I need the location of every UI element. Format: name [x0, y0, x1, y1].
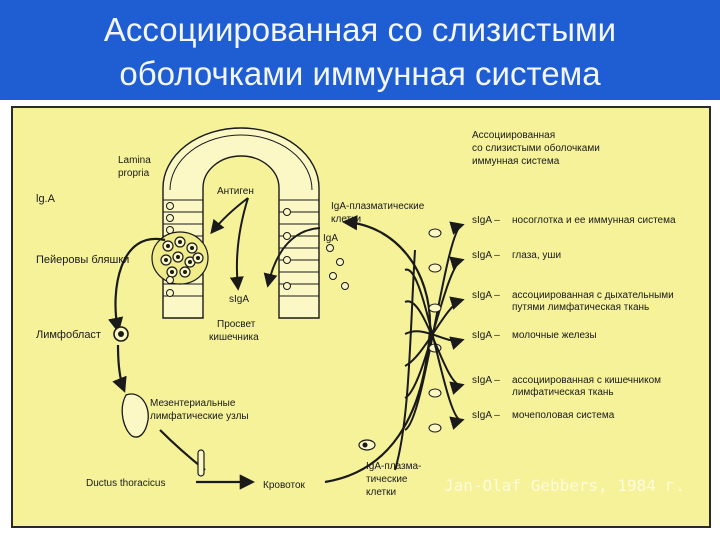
author-watermark: Jan-Olaf Gebbers, 1984 г.	[444, 476, 685, 495]
lymphoblast-cell	[113, 326, 129, 342]
slide-title-line-1: Ассоциированная со слизистыми	[103, 11, 617, 48]
plasma-top-label-1: IgA-плазматические	[331, 201, 425, 212]
distribution-fan	[394, 221, 465, 471]
lymphoblast-label: Лимфобласт	[36, 329, 101, 341]
plasma-bottom-label-3: клетки	[366, 487, 396, 498]
target-label: носоглотка и ее иммунная система	[512, 215, 676, 226]
mesenteric-node	[121, 393, 149, 438]
target-label: молочные железы	[512, 330, 597, 341]
slide-title: Ассоциированная со слизистыми оболочками…	[10, 8, 710, 96]
target-label: ассоциированная с дыхательными	[512, 290, 674, 301]
target-label: глаза, уши	[512, 250, 561, 261]
target-code: sIgA –	[472, 330, 500, 341]
plasma-top-label-2: клетки	[331, 214, 361, 225]
mesenteric-label-2: лимфатические узлы	[150, 410, 249, 422]
siga-lumen-label: sIgA	[229, 294, 249, 305]
peyer-patch	[151, 231, 209, 285]
target-label: путями лимфатическая ткань	[512, 301, 649, 313]
target-code: sIgA –	[472, 215, 500, 226]
plasma-bottom-label-2: тические	[366, 474, 408, 485]
lamina-propria-label-1: Lamina	[118, 155, 151, 166]
circulation-path	[108, 237, 166, 334]
target-code: sIgA –	[472, 250, 500, 261]
target-label: ассоциированная с кишечником	[512, 375, 661, 386]
target-label: лимфатическая ткань	[512, 386, 614, 398]
antigen-label: Антиген	[217, 186, 254, 197]
lumen-label-2: кишечника	[209, 332, 259, 343]
iga-left-label: lg.A	[36, 193, 56, 205]
peyer-label: Пейеровы бляшки	[36, 254, 129, 266]
lamina-propria-label-2: propria	[118, 168, 150, 179]
slide-title-line-2: оболочками иммунная система	[119, 55, 601, 92]
mesenteric-label-1: Мезентериальные	[150, 398, 236, 409]
right-header-2: со слизистыми оболочками	[472, 142, 600, 154]
plasma-bottom-label-1: IgA-плазма-	[366, 461, 421, 472]
target-code: sIgA –	[472, 290, 500, 301]
right-header-1: Ассоциированная	[472, 130, 555, 141]
target-code: sIgA –	[472, 410, 500, 421]
right-header-3: иммунная система	[472, 156, 560, 167]
wall-plasma-cells	[166, 202, 349, 297]
iga-top-label: IgA	[323, 233, 338, 244]
lumen-label-1: Просвет	[217, 319, 256, 330]
target-list: sIgA – носоглотка и ее иммунная система sI…	[472, 215, 676, 421]
target-label: мочеполовая система	[512, 410, 615, 421]
blood-plasma-cell	[358, 439, 376, 451]
diagram-panel	[11, 106, 711, 528]
title-bar: Ассоциированная со слизистыми оболочками…	[0, 0, 720, 100]
target-code: sIgA –	[472, 375, 500, 386]
blood-label: Кровоток	[263, 480, 306, 491]
ductus-vessel	[197, 449, 205, 477]
ductus-label: Ductus thoracicus	[86, 478, 165, 489]
